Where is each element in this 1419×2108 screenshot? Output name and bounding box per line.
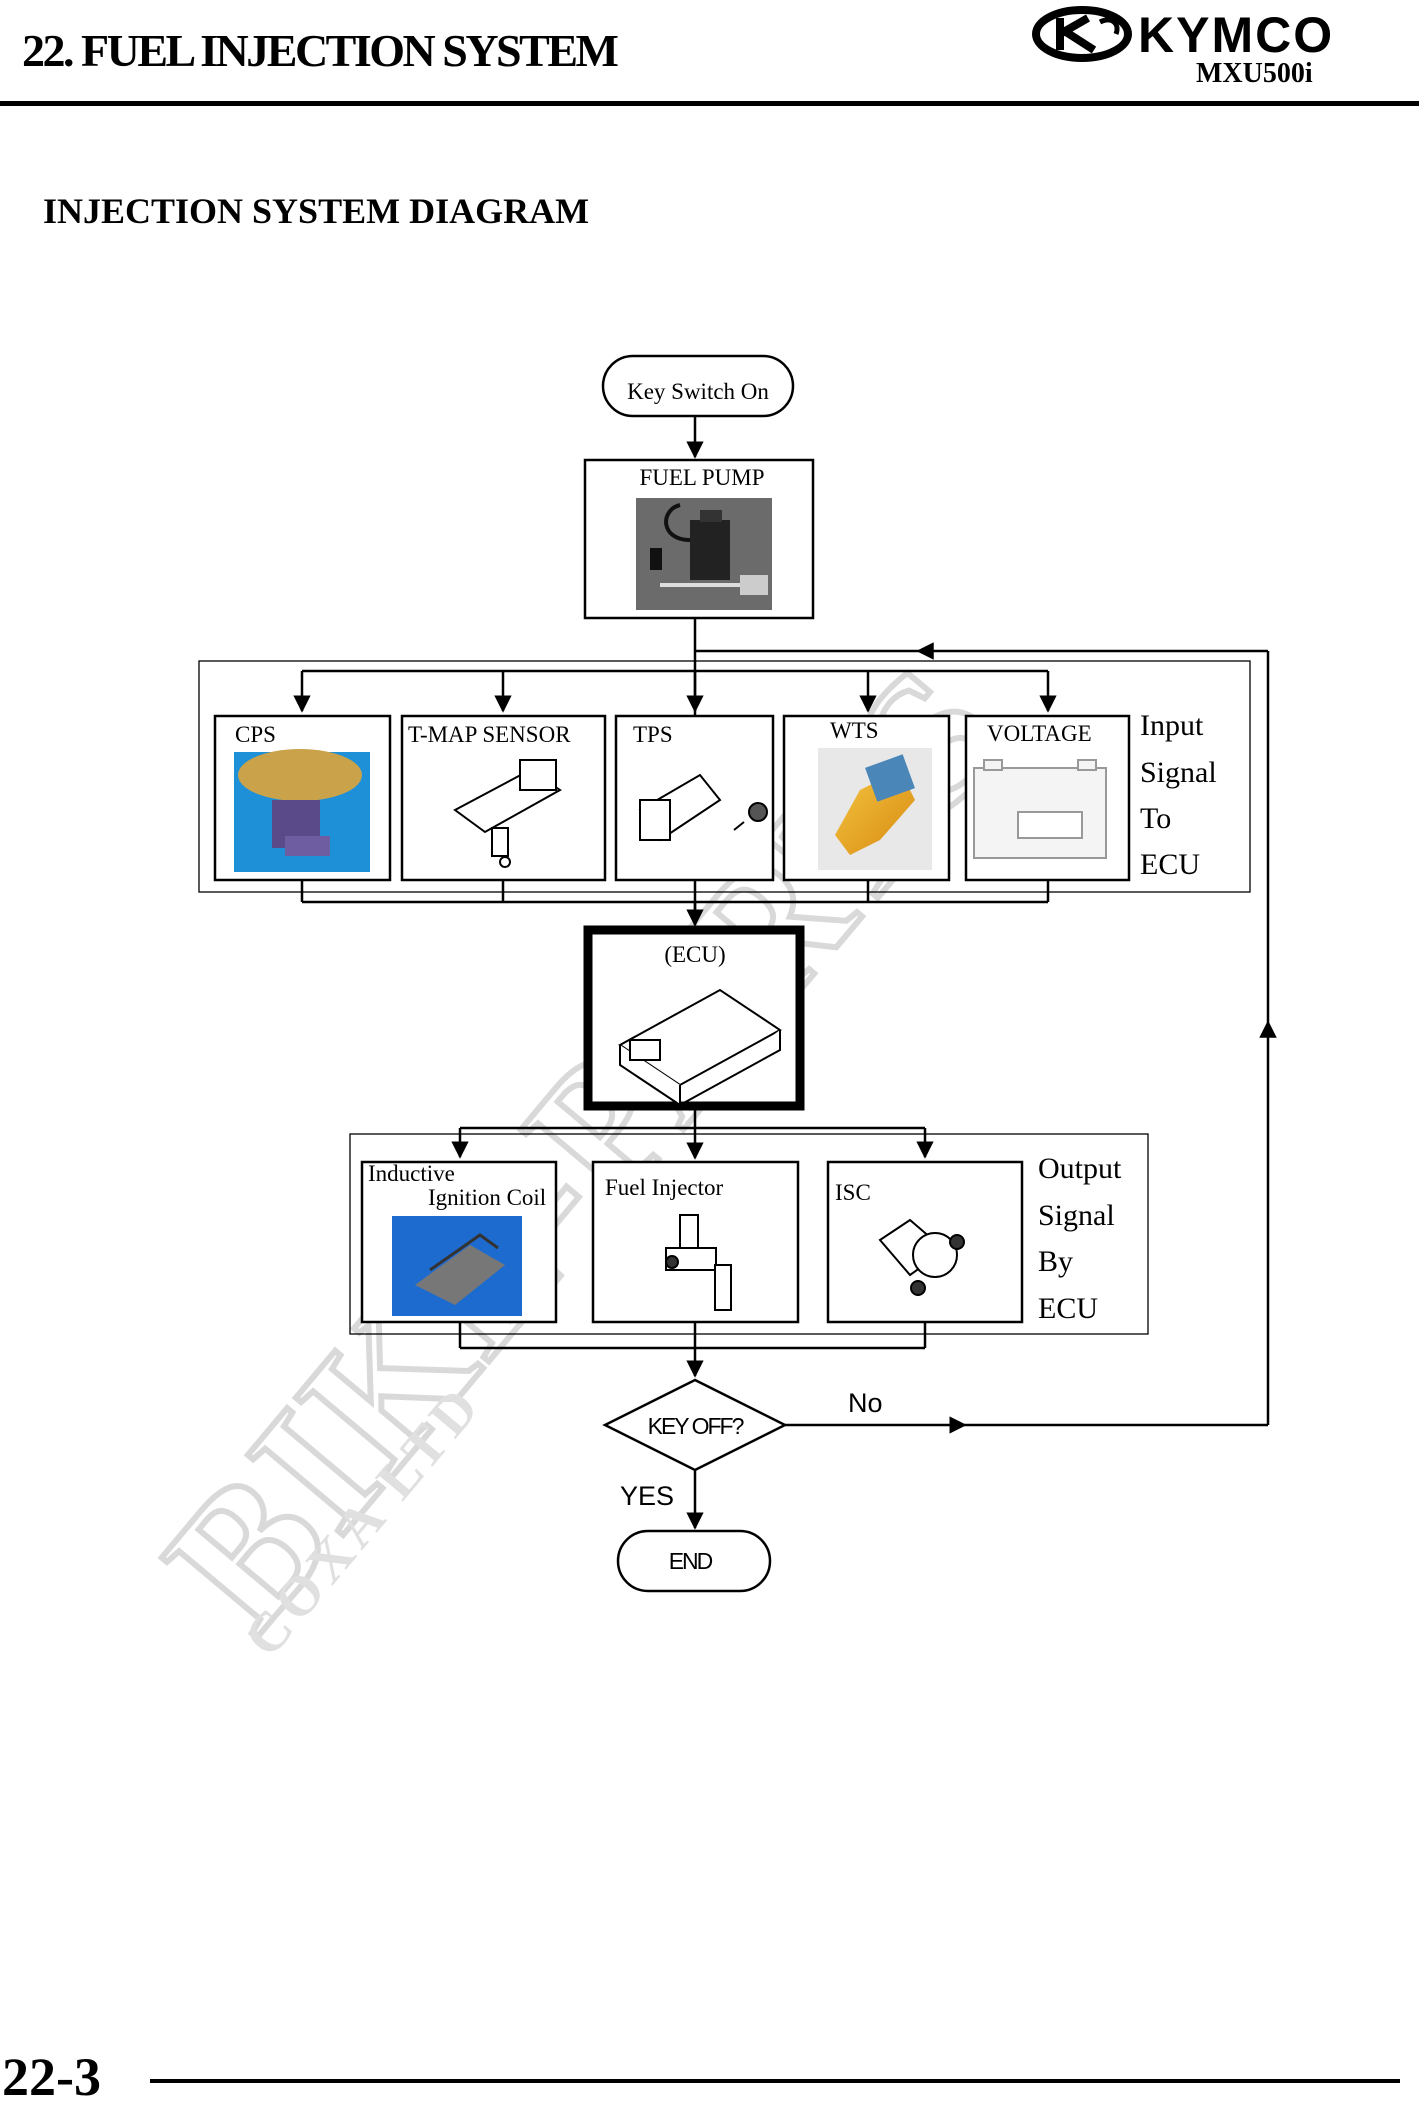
ignition-coil-image	[392, 1216, 522, 1316]
page-number: 22-3	[2, 2047, 101, 2107]
wts-label: WTS	[830, 718, 879, 743]
footer-rule	[150, 2079, 1400, 2083]
output-group-label-line-2: Signal	[1038, 1199, 1115, 1232]
kymco-logo: KYMCO	[1032, 6, 1334, 63]
battery-image	[973, 759, 1107, 859]
isc-image	[878, 1218, 965, 1296]
fuel-pump-label: FUEL PUMP	[639, 465, 764, 490]
fuel-pump-image	[636, 498, 772, 610]
end-node	[616, 1529, 772, 1593]
fuel-injector-image	[665, 1214, 732, 1311]
output-group-label-line-1: Output	[1038, 1152, 1122, 1185]
input-group-label-line-4: ECU	[1140, 848, 1200, 881]
cps-label: CPS	[235, 722, 276, 747]
tmap-sensor-label: T-MAP SENSOR	[408, 722, 571, 747]
wts-image	[818, 748, 932, 870]
input-signal-group	[198, 660, 1251, 893]
tps-image	[638, 773, 768, 842]
no-branch-label: No	[848, 1388, 883, 1418]
decision-node-label: KEY OFF?	[648, 1413, 744, 1439]
section-heading: INJECTION SYSTEM DIAGRAM	[43, 191, 590, 231]
chapter-title: 22. FUEL INJECTION SYSTEM	[22, 25, 619, 76]
tmap-sensor-image	[453, 759, 562, 868]
model-name: MXU500i	[1196, 58, 1313, 89]
ignition-coil-label-line-2: Ignition Coil	[428, 1185, 546, 1210]
fuel-injector-label: Fuel Injector	[605, 1175, 723, 1200]
cps-image	[234, 749, 370, 872]
output-group-label-line-4: ECU	[1038, 1292, 1098, 1325]
input-group-label-line-3: To	[1140, 802, 1171, 835]
start-node-label: Key Switch On	[627, 379, 769, 404]
tps-label: TPS	[633, 722, 673, 747]
output-signal-group	[349, 1133, 1149, 1335]
ignition-coil-label-line-1: Inductive	[368, 1161, 455, 1186]
ecu-label: (ECU)	[664, 942, 725, 967]
voltage-label: VOLTAGE	[987, 721, 1092, 746]
ecu-image	[618, 988, 782, 1107]
input-group-label-line-2: Signal	[1140, 756, 1217, 789]
end-node-label: END	[669, 1548, 713, 1574]
start-node	[601, 354, 795, 418]
header-rule	[0, 101, 1419, 106]
yes-branch-label: YES	[620, 1481, 674, 1511]
kymco-logo-emblem	[1032, 6, 1132, 62]
input-group-label-line-1: Input	[1140, 709, 1204, 742]
isc-label: ISC	[835, 1180, 871, 1205]
kymco-logo-text: KYMCO	[1138, 7, 1334, 63]
output-group-label-line-3: By	[1038, 1245, 1073, 1278]
